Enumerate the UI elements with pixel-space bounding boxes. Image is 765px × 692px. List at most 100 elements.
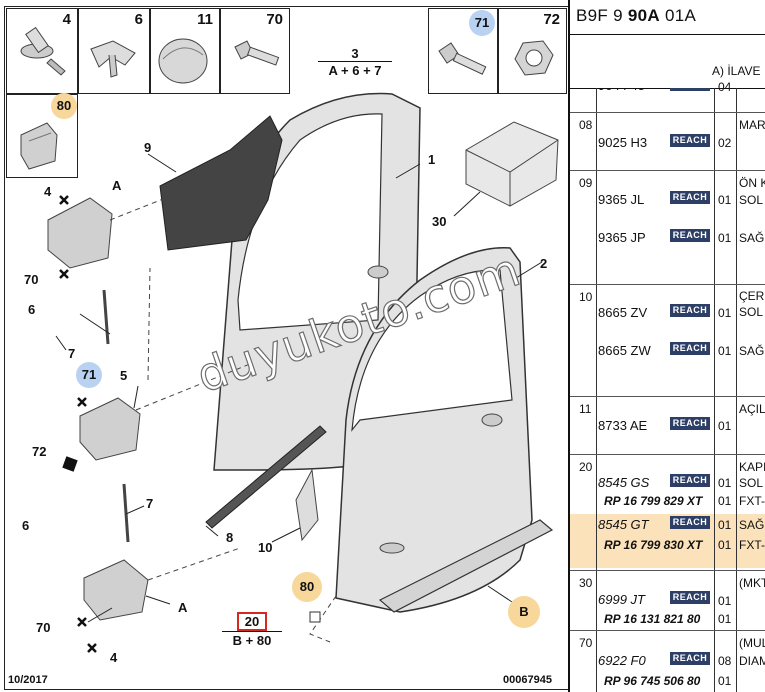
replacement-reference[interactable]: RP 96 745 506 80 bbox=[604, 674, 701, 688]
callout-9[interactable]: 9 bbox=[144, 140, 152, 155]
callout-5[interactable]: 5 bbox=[120, 368, 128, 383]
upper-hinge bbox=[47, 197, 113, 269]
thumbnail-number: 11 bbox=[197, 11, 213, 28]
description: AÇIL bbox=[739, 402, 765, 416]
clip-icon bbox=[90, 40, 136, 78]
plug-cap-icon bbox=[158, 38, 208, 84]
panel-title: B9F 9 90A 01A bbox=[576, 6, 696, 26]
divider bbox=[570, 88, 765, 89]
window-strip bbox=[205, 425, 327, 529]
group-id: 09 bbox=[579, 176, 593, 190]
part-code[interactable]: 8733 AE bbox=[598, 418, 648, 433]
row-separator bbox=[570, 570, 765, 571]
reach-badge: REACH bbox=[670, 191, 710, 204]
callout-B[interactable]: B bbox=[508, 596, 540, 628]
row-separator bbox=[570, 112, 765, 113]
description-line-2: FXT- bbox=[739, 538, 765, 552]
highlight-circle: 71 bbox=[469, 10, 495, 36]
callout-20-sum: B + 80 bbox=[222, 631, 282, 648]
callout-3-sum: A + 6 + 7 bbox=[318, 61, 392, 78]
quantity: 04 bbox=[718, 80, 732, 94]
reach-badge: REACH bbox=[670, 134, 710, 147]
callout-80-label: 80 bbox=[299, 579, 315, 594]
description: MAR bbox=[739, 118, 765, 132]
callout-7-upper[interactable]: 7 bbox=[68, 346, 76, 361]
part-code[interactable]: 8665 ZV bbox=[598, 305, 648, 320]
callout-A-lower[interactable]: A bbox=[178, 600, 188, 615]
screw-icon bbox=[234, 40, 280, 66]
callout-71[interactable]: 71 bbox=[76, 362, 102, 388]
replacement-reference[interactable]: RP 16 799 830 XT bbox=[604, 538, 703, 552]
thumbnail-part-6[interactable]: 6 bbox=[78, 8, 150, 94]
diagram-date: 10/2017 bbox=[8, 674, 48, 686]
callout-72[interactable]: 72 bbox=[32, 444, 47, 459]
callout-30[interactable]: 30 bbox=[432, 214, 447, 229]
nut-icon bbox=[514, 40, 554, 76]
thumbnail-part-70[interactable]: 70 bbox=[220, 8, 290, 94]
callout-2[interactable]: 2 bbox=[540, 256, 548, 271]
callout-6-lower[interactable]: 6 bbox=[22, 518, 30, 533]
part-code[interactable]: 6922 F0 bbox=[598, 653, 646, 668]
thumbnail-number: 4 bbox=[62, 11, 71, 28]
description: (MUL bbox=[739, 636, 765, 650]
fastener-kit-box bbox=[465, 121, 559, 207]
exploded-parts-diagram: 4 6 11 70 71 bbox=[4, 6, 569, 690]
part-code[interactable]: 6999 JT bbox=[598, 592, 645, 607]
callout-4-lower[interactable]: 4 bbox=[110, 650, 118, 665]
thumbnail-part-72[interactable]: 72 bbox=[498, 8, 567, 94]
thumbnail-part-71[interactable]: 71 bbox=[428, 8, 498, 94]
callout-4-upper[interactable]: 4 bbox=[44, 184, 52, 199]
callout-20-group[interactable]: 20 B + 80 bbox=[222, 612, 282, 648]
description: ÖN K bbox=[739, 176, 765, 190]
replacement-reference[interactable]: RP 16 799 829 XT bbox=[604, 494, 703, 508]
callout-6-upper[interactable]: 6 bbox=[28, 302, 36, 317]
part-code[interactable]: 9365 JP bbox=[598, 230, 646, 245]
row-separator bbox=[570, 454, 765, 455]
part-code[interactable]: 9025 H3 bbox=[598, 135, 648, 150]
thumbnail-part-80[interactable]: 80 bbox=[6, 93, 78, 178]
description: KAPI bbox=[739, 460, 765, 474]
reach-badge: REACH bbox=[670, 304, 710, 317]
screw-washer-icon bbox=[20, 26, 66, 76]
callout-B-label: B bbox=[519, 604, 529, 619]
quantity-secondary: 01 bbox=[718, 612, 732, 626]
callout-8[interactable]: 8 bbox=[226, 530, 234, 545]
callout-3-group[interactable]: 3 A + 6 + 7 bbox=[318, 46, 392, 78]
description-line-2: SOL bbox=[739, 305, 764, 319]
group-id: 20 bbox=[579, 460, 593, 474]
part-code[interactable]: 8545 GT bbox=[598, 517, 649, 532]
title-suffix: 01A bbox=[659, 6, 697, 25]
reach-badge: REACH bbox=[670, 516, 710, 529]
thumbnail-part-11[interactable]: 11 bbox=[150, 8, 220, 94]
replacement-reference[interactable]: RP 16 131 821 80 bbox=[604, 612, 701, 626]
callout-1[interactable]: 1 bbox=[428, 152, 436, 167]
part-code[interactable]: 8665 ZW bbox=[598, 343, 651, 358]
column-divider bbox=[596, 88, 597, 692]
door-assembly-drawing bbox=[47, 92, 559, 653]
callout-A-upper[interactable]: A bbox=[112, 178, 122, 193]
quantity: 01 bbox=[718, 518, 732, 532]
callout-70-upper[interactable]: 70 bbox=[24, 272, 39, 287]
callout-70-lower[interactable]: 70 bbox=[36, 620, 51, 635]
callout-20: 20 bbox=[222, 612, 282, 631]
description: SAĞ bbox=[739, 518, 765, 532]
quantity: 01 bbox=[718, 231, 732, 245]
thumbnail-part-4[interactable]: 4 bbox=[6, 8, 78, 94]
callout-10[interactable]: 10 bbox=[258, 540, 273, 555]
divider bbox=[570, 34, 765, 35]
quantity: 01 bbox=[718, 344, 732, 358]
door-moulding-strip bbox=[378, 519, 554, 613]
callout-7-lower[interactable]: 7 bbox=[146, 496, 154, 511]
part-code[interactable]: 9365 JL bbox=[598, 192, 645, 207]
description-line-2: SOL bbox=[739, 193, 764, 207]
thumbnail-number: 72 bbox=[543, 11, 560, 28]
part-code[interactable]: 9044 45 bbox=[598, 78, 645, 93]
callout-71-label: 71 bbox=[81, 367, 97, 382]
group-id: 11 bbox=[579, 402, 592, 416]
callout-80[interactable]: 80 bbox=[292, 572, 322, 602]
reach-badge: REACH bbox=[670, 591, 710, 604]
screw-icon bbox=[438, 42, 487, 75]
part-code[interactable]: 8545 GS bbox=[598, 475, 650, 490]
thumbnail-number: 80 bbox=[56, 98, 72, 113]
reach-badge: REACH bbox=[670, 652, 710, 665]
